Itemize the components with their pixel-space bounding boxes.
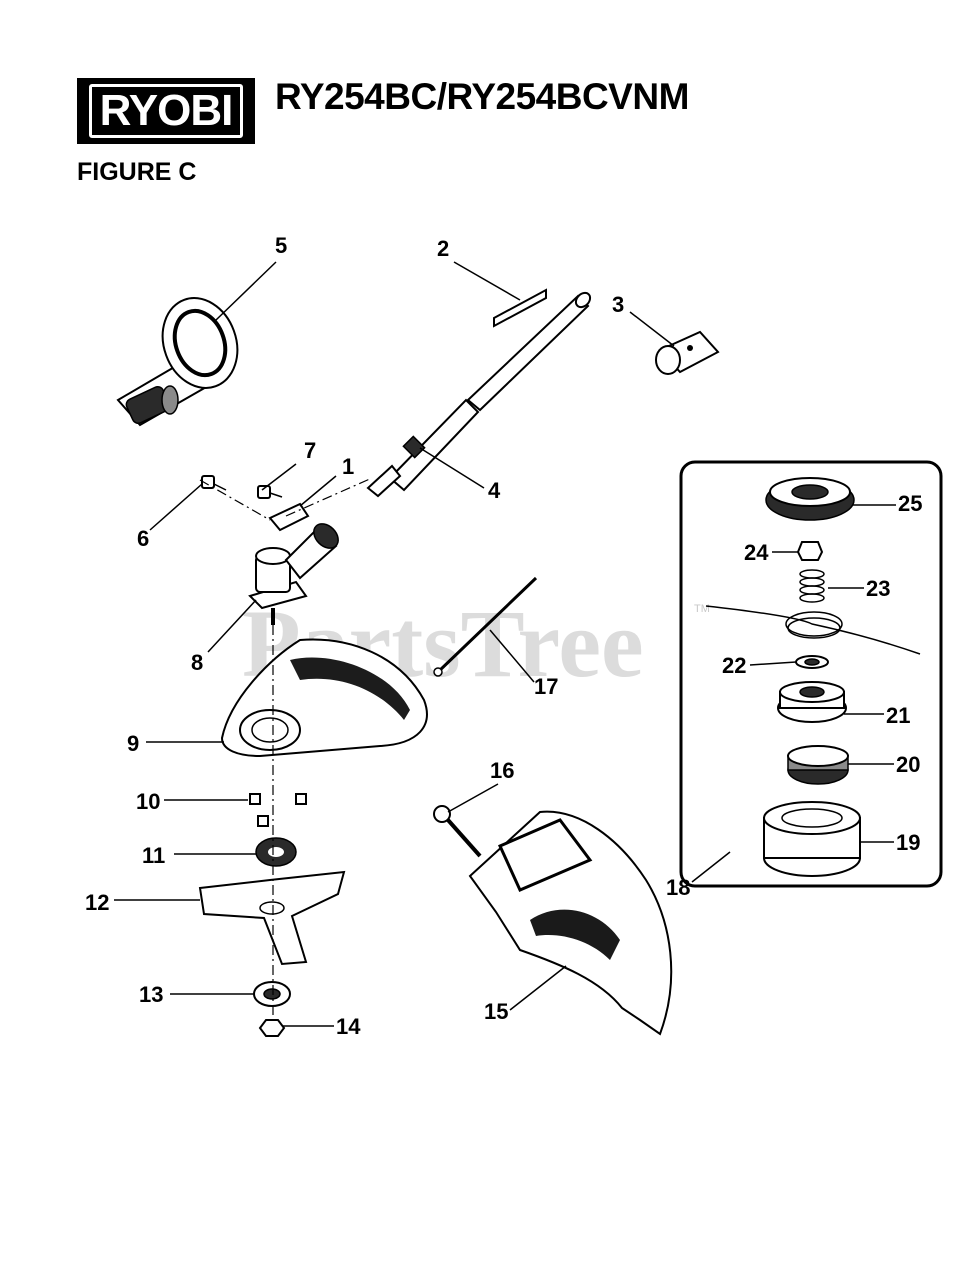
callout-6: 6 — [137, 526, 149, 551]
brand-name: RYOBI — [99, 86, 234, 135]
part-4-shaft — [366, 291, 592, 498]
callout-1: 1 — [342, 454, 354, 479]
part-23-spring — [799, 569, 825, 603]
callout-5: 5 — [275, 233, 287, 258]
part-2-label — [493, 288, 547, 328]
leader-lines — [114, 261, 896, 1027]
callout-3: 3 — [612, 292, 624, 317]
part-20-gear-ring — [787, 745, 849, 785]
part-7-screw — [257, 485, 283, 499]
part-15-shield — [468, 810, 673, 1036]
callout-14: 14 — [336, 1014, 361, 1039]
callout-15: 15 — [484, 999, 508, 1024]
callout-25: 25 — [898, 491, 922, 516]
callout-21: 21 — [886, 703, 910, 728]
part-21-spool — [777, 681, 847, 723]
part-3-coupler — [655, 330, 720, 375]
callout-7: 7 — [304, 438, 316, 463]
callout-2: 2 — [437, 236, 449, 261]
part-22-eyelet — [795, 655, 829, 669]
part-24-nut — [796, 541, 824, 561]
trimmer-line — [705, 605, 921, 655]
part-5-handle — [116, 297, 239, 427]
callout-8: 8 — [191, 650, 203, 675]
part-14-nut — [258, 1019, 286, 1037]
part-10-screws — [249, 793, 307, 827]
callout-18: 18 — [666, 875, 690, 900]
callout-11: 11 — [142, 843, 165, 868]
part-13-washer — [253, 981, 291, 1007]
callout-22: 22 — [722, 653, 746, 678]
part-19-housing — [763, 801, 861, 877]
callout-24: 24 — [744, 540, 769, 565]
callout-13: 13 — [139, 982, 163, 1007]
callout-numbers: 1 2 3 4 5 6 7 8 9 10 11 12 13 14 15 16 1… — [85, 233, 922, 1039]
ryobi-logo: RYOBI — [77, 78, 255, 144]
part-6-screw — [201, 475, 227, 491]
callout-23: 23 — [866, 576, 890, 601]
part-1-clamp — [268, 502, 310, 532]
callout-4: 4 — [488, 478, 501, 503]
callout-12: 12 — [85, 890, 109, 915]
assembly-axis-1 — [285, 477, 373, 517]
callout-9: 9 — [127, 731, 139, 756]
callout-19: 19 — [896, 830, 920, 855]
part-16-bolt — [433, 805, 482, 858]
watermark-trademark: TM — [694, 603, 710, 615]
part-11-washer — [255, 837, 297, 867]
part-8-gear-head — [248, 523, 339, 625]
part-17-rod — [433, 576, 538, 677]
ryobi-logo-frame: RYOBI — [88, 84, 244, 138]
figure-label: FIGURE C — [77, 158, 197, 186]
callout-10: 10 — [136, 789, 160, 814]
callout-20: 20 — [896, 752, 920, 777]
callout-16: 16 — [490, 758, 514, 783]
callout-17: 17 — [534, 674, 558, 699]
assembly-axis-6 — [199, 479, 271, 521]
part-12-blade — [198, 870, 346, 966]
model-number: RY254BC/RY254BCVNM — [275, 76, 689, 117]
part-25-spool-cap — [765, 477, 855, 521]
spool-kit-box — [679, 460, 943, 888]
